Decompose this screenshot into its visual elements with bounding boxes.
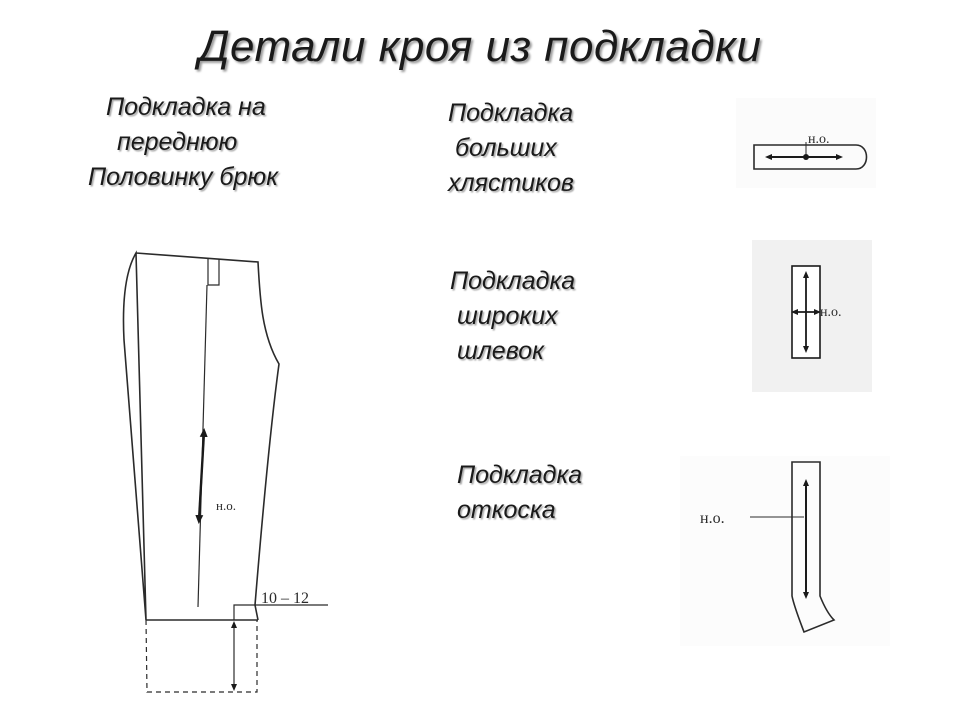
grain-node: [803, 154, 809, 160]
big-tabs-pattern: н.о.: [736, 98, 876, 188]
pattern-outline: [122, 250, 280, 621]
fly-pattern: н.о.: [680, 456, 890, 646]
allowance-corner: [233, 604, 328, 620]
label-line: Половинку брюк: [88, 163, 279, 191]
label-line: больших: [448, 134, 557, 162]
wide-loops-label: Подкладка широких шлевок: [450, 264, 575, 369]
label-line: Подкладка: [450, 267, 576, 295]
front-half-label: Подкладка на переднюю Половинку брюк: [88, 90, 278, 195]
grain-mark: н.о.: [216, 498, 236, 513]
label-line: хлястиков: [448, 169, 574, 197]
grain-arrow: [195, 428, 208, 524]
fly-label: Подкладка откоска: [457, 458, 582, 528]
fly-outline: [791, 461, 836, 634]
grain-mark: н.о.: [808, 132, 830, 147]
grain-mark: н.о.: [820, 305, 842, 320]
wide-loops-pattern: н.о.: [752, 240, 872, 392]
waist-dart: [207, 258, 220, 286]
hem-allowance-label: 10 – 12: [261, 590, 309, 607]
big-tabs-label: Подкладка больших хлястиков: [448, 96, 574, 201]
label-line: Подкладка на: [106, 93, 266, 121]
grain-mark: н.о.: [700, 510, 725, 527]
label-line: откоска: [457, 496, 556, 524]
page-title: Детали кроя из подкладки: [198, 22, 762, 71]
tab-outline: [753, 144, 868, 170]
hem-extension: [145, 619, 258, 693]
label-line: шлевок: [450, 337, 544, 365]
label-line: широких: [450, 302, 558, 330]
label-line: переднюю: [110, 128, 238, 156]
label-line: Подкладка: [457, 461, 583, 489]
label-line: Подкладка: [448, 99, 574, 127]
